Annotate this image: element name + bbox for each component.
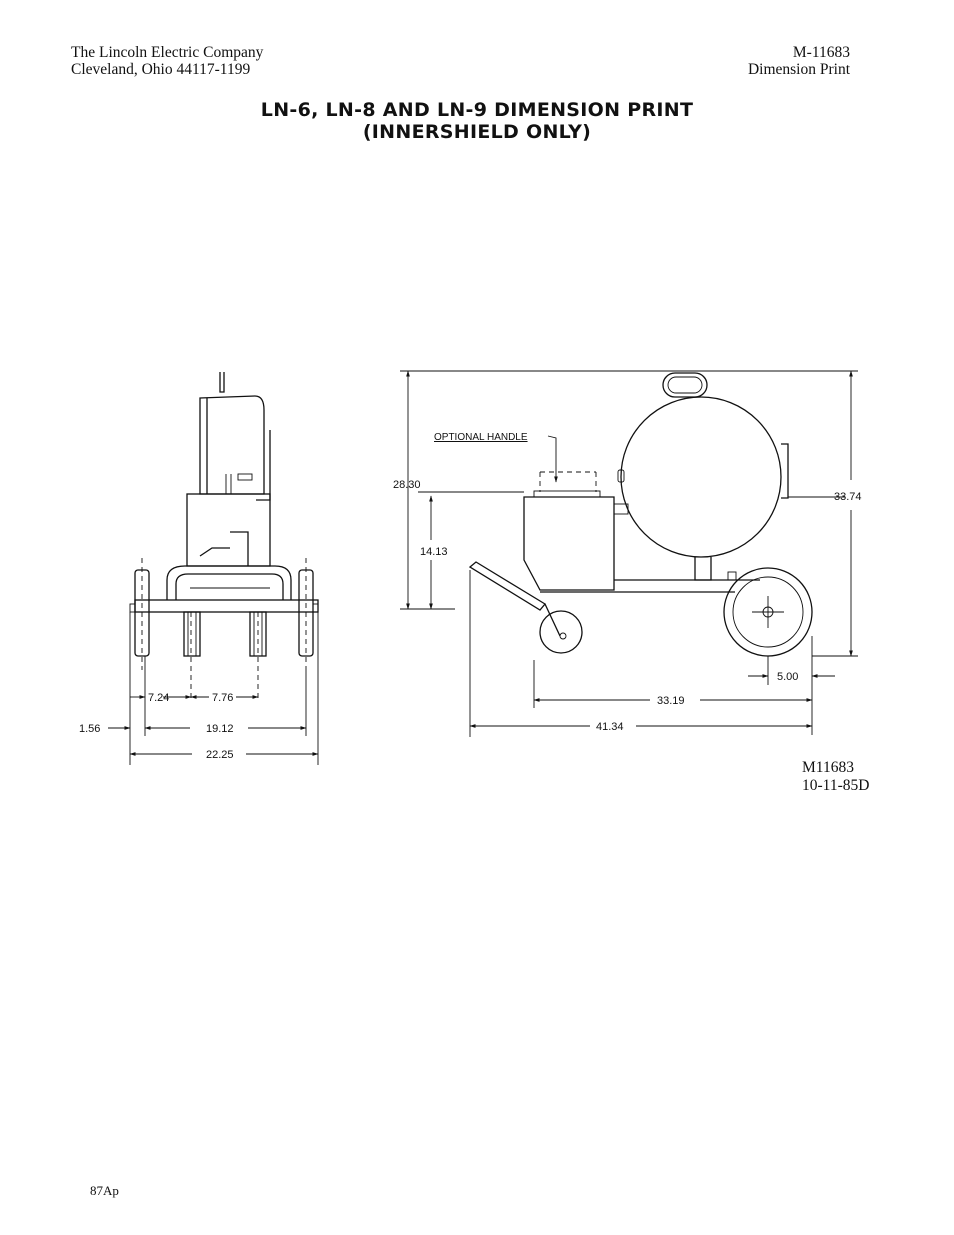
dim-overall-width: 22.25 [206,749,234,761]
dim-overall-height: 33.74 [834,491,862,503]
dim-handle-height: 28.30 [393,479,421,491]
title-line-2: (INNERSHIELD ONLY) [362,121,592,143]
dim-right-half: 7.76 [212,692,233,704]
print-date: 10-11-85D [802,777,870,794]
dim-deck-height: 14.13 [420,546,448,558]
footer-code: 87Ap [90,1183,119,1198]
dim-left-half: 7.24 [148,692,169,704]
company-name: The Lincoln Electric Company [71,44,264,61]
side-view: 28.30 14.13 33.74 OPTIONAL HANDLE 5.00 3… [393,370,862,737]
document-type: Dimension Print [747,61,850,78]
document-number: M-11683 [792,44,850,61]
dim-wheelbase: 33.19 [657,695,685,707]
company-address: Cleveland, Ohio 44117-1199 [71,61,251,78]
optional-handle-label: OPTIONAL HANDLE [434,432,528,443]
dim-left-offset: 1.56 [79,723,100,735]
dim-wheel-offset: 5.00 [777,671,798,683]
page-title: LN-6, LN-8 AND LN-9 DIMENSION PRINT (INN… [0,99,954,143]
document-id-block: M-11683 Dimension Print [748,44,850,78]
reference-block: M11683 10-11-85D [802,759,869,795]
company-block: The Lincoln Electric Company Cleveland, … [71,44,263,78]
dim-axle-width: 19.12 [206,723,234,735]
dim-overall-length: 41.34 [596,721,624,733]
print-id: M11683 [802,759,854,776]
title-line-1: LN-6, LN-8 AND LN-9 DIMENSION PRINT [260,99,694,121]
front-view: 7.24 7.76 1.56 19.12 22.25 [79,372,319,765]
